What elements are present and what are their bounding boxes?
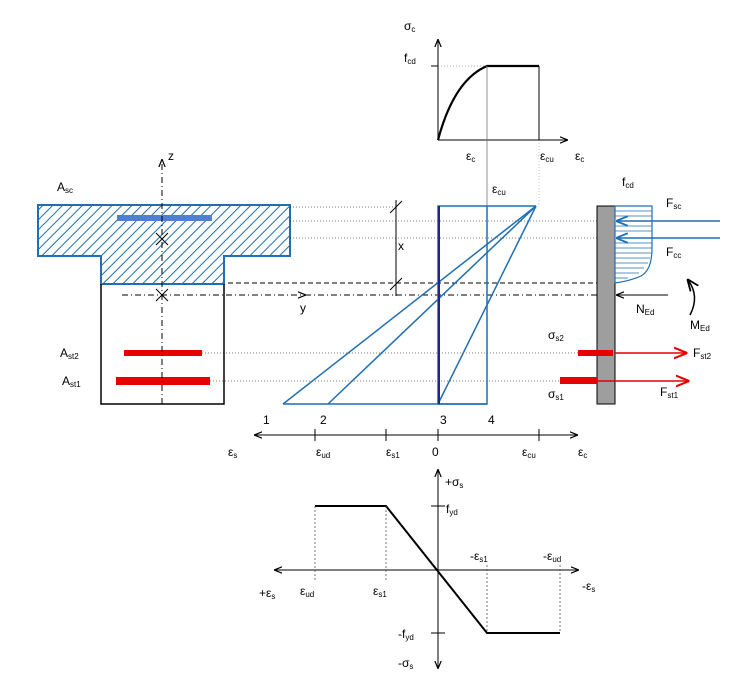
label-ast1: Ast1 (62, 374, 81, 389)
strain-profile-2 (327, 205, 537, 405)
label-sigma-s2: σs2 (548, 328, 564, 343)
centroid-marker-top (155, 232, 169, 246)
tension-rebar-1 (116, 377, 210, 385)
parabolic-stress-block (614, 205, 653, 284)
label-stress-fcd: fcd (622, 175, 634, 190)
tick-label-es1: εs1 (386, 445, 400, 460)
strain-box (437, 205, 488, 405)
tick-label-eud: εud (316, 445, 330, 460)
label-ecu: εcu (540, 149, 554, 164)
label-eud: εud (300, 584, 314, 599)
label-ec: εc (466, 149, 475, 164)
pivot-label-3: 3 (440, 413, 447, 427)
label-sigma-s1: σs1 (548, 387, 564, 402)
pivot-label-2: 2 (320, 413, 327, 427)
concrete-stress-strain-law: σc fcd εc εcu εc (404, 19, 584, 206)
label-fcc: Fcc (666, 245, 681, 260)
section-stress-bar (596, 205, 616, 405)
label-ned: NEd (636, 302, 654, 317)
steel-stress-strain-law: +σs fyd -fyd -σs +εs εud εs1 -εs1 -εud -… (259, 470, 595, 671)
tick-label-zero: 0 (432, 445, 439, 459)
label-axis-e-c: εc (575, 149, 584, 164)
steel-law-curve (315, 505, 560, 634)
label-asc: Asc (57, 180, 73, 195)
label-neg-eud: -εud (543, 549, 561, 564)
centroid-marker (155, 288, 169, 302)
label-neutral-depth: x (398, 239, 404, 253)
compression-rebar (117, 215, 212, 221)
projection-lines (202, 206, 600, 382)
tick-label-ecu: εcu (522, 445, 536, 460)
label-ecu-top: εcu (492, 182, 506, 197)
label-ast2: Ast2 (60, 346, 79, 361)
label-axis-ec: εc (578, 445, 587, 460)
label-neg-fyd: -fyd (398, 627, 414, 642)
label-neg-eps: -εs (582, 579, 595, 594)
cross-section: Asc z y Ast2 Ast1 (37, 149, 306, 405)
stress-block-and-forces: fcd Fsc Fcc NEd MEd σs2 σs1 Fst2 Fst1 (548, 175, 720, 405)
steel-stress-s1 (560, 377, 597, 384)
label-z-axis: z (168, 149, 174, 163)
strain-profile-3 (437, 205, 537, 405)
label-neg-sigma: -σs (398, 656, 413, 671)
strain-profile-1 (282, 205, 537, 405)
pivot-label-4: 4 (488, 413, 495, 427)
steel-law-guides (314, 506, 561, 633)
label-fst1: Fst1 (660, 385, 679, 400)
bending-moment-med-arrow (688, 280, 695, 316)
label-fst2: Fst2 (693, 346, 712, 361)
steel-stress-s2 (578, 350, 613, 356)
strain-diagram: x εcu 1 2 3 4 εs εud εs1 0 εcu εc (228, 182, 587, 460)
label-pos-eps: +εs (259, 586, 275, 601)
label-y-axis: y (300, 301, 306, 315)
tension-rebar-2 (124, 350, 202, 356)
label-sigma-c: σc (404, 19, 415, 34)
label-axis-es: εs (228, 445, 237, 460)
depth-tick-bottom (389, 277, 403, 291)
depth-tick-top (389, 200, 403, 214)
label-es1: εs1 (373, 584, 387, 599)
label-pos-sigma: +σs (445, 475, 463, 490)
pivot-label-1: 1 (263, 413, 270, 427)
label-fyd: fyd (446, 502, 458, 517)
strain-axis-ticks (314, 429, 540, 441)
concrete-curve (436, 64, 539, 141)
label-neg-es1: -εs1 (470, 549, 488, 564)
label-fsc: Fsc (666, 196, 681, 211)
label-med: MEd (690, 318, 710, 333)
label-fcd: fcd (404, 51, 416, 66)
